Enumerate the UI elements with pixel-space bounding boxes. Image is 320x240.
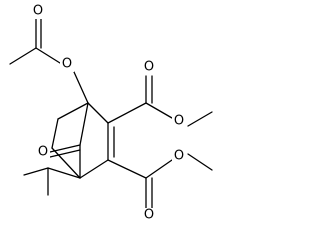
bond-bridgehead-top-to-ketone-carbon [79, 102, 89, 146]
bond-ester-carbon-to-methoxy-oxygen [145, 159, 173, 179]
bond-c-upper-alkene-to-ester-carbon [107, 102, 147, 124]
bond-ketone-carbon-to-oxygen [49, 144, 81, 153]
bond-methoxy-oxygen-to-methyl [187, 111, 213, 127]
bond-ring-ch2-bottom-to-bridgehead-bottom [51, 147, 81, 179]
bond-acetyl-carbon-to-ester-oxygen [35, 47, 61, 64]
bond-c-lower-alkene-to-bridgehead-bottom [79, 159, 109, 179]
bond-bridgehead-top-to-c-upper-alkene [87, 102, 109, 124]
atom-o-lower-ester-carbonyl: O [144, 208, 154, 223]
bond-bridgehead-bottom-to-dimethyl-carbon [47, 167, 81, 179]
bond-bridgehead-top-to-ring-ch2-top [57, 102, 89, 120]
bond-ester-carbon-to-methoxy-oxygen [145, 102, 173, 119]
bond-dimethyl-carbon-to-methyl-left [23, 167, 49, 176]
bond-ketone-carbon-to-oxygen-double [49, 149, 81, 158]
bond-c-lower-alkene-to-ester-carbon [107, 159, 147, 179]
acetyl-group [9, 17, 89, 104]
bond-methyl-to-acetyl-carbon [9, 47, 37, 65]
atom-o-acetyl-ester: O [62, 57, 72, 72]
atom-o-upper-ester-carbonyl: O [144, 60, 154, 75]
atom-o-upper-ester-methoxy: O [174, 114, 184, 129]
lower-ester-group [107, 153, 213, 209]
atom-o-acetyl-carbonyl: O [33, 4, 43, 19]
bond-ring-ch2-top-to-ring-ch2-bottom [51, 118, 59, 149]
upper-ester-group [107, 75, 213, 127]
bond-methoxy-oxygen-to-methyl [187, 153, 213, 171]
atom-labels: O O O O O O O [31, 4, 186, 223]
atom-o-ketone: O [38, 145, 48, 160]
bond-ester-oxygen-to-bridgehead [73, 71, 89, 104]
bicyclic-core [23, 102, 115, 196]
atom-o-lower-ester-methoxy: O [174, 149, 184, 164]
molecule-structure-diagram: O O O O O O O [9, 4, 213, 223]
